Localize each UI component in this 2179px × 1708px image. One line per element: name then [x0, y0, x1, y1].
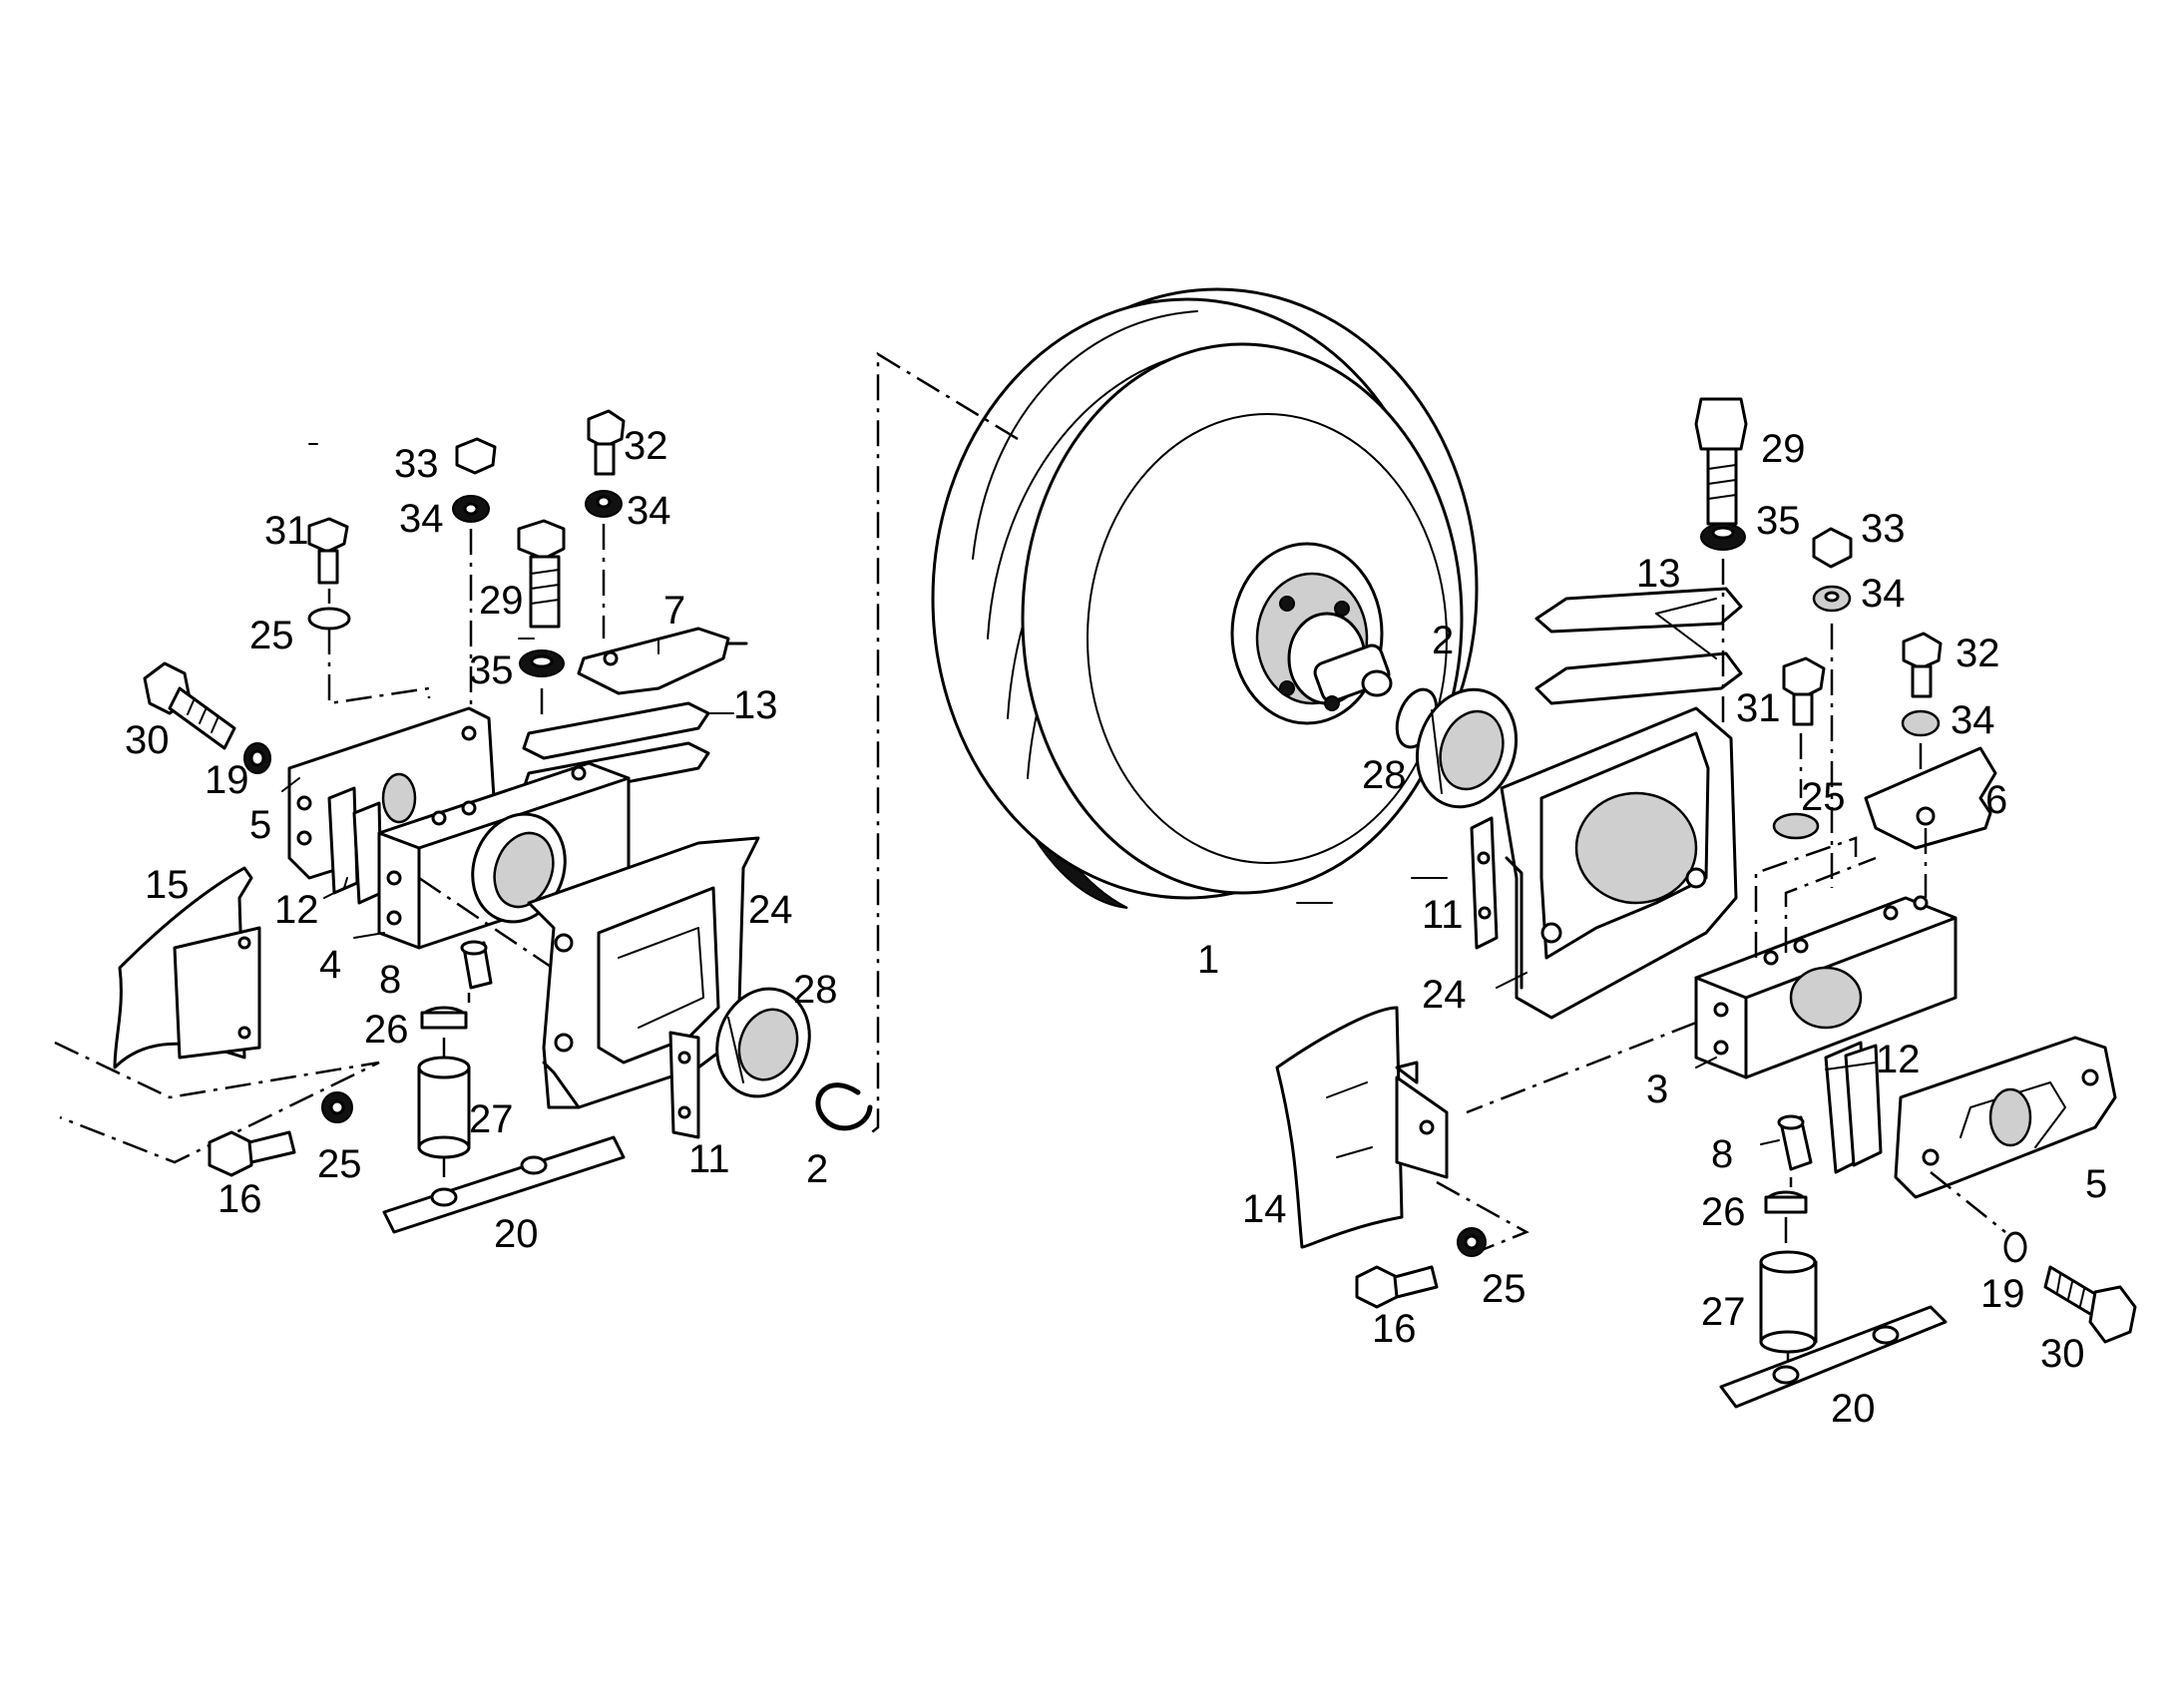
left-bolt-16: [208, 1091, 353, 1177]
callout-16-right: 16: [1372, 1307, 1417, 1351]
callout-34-left-a: 34: [399, 497, 444, 541]
callout-34-right-b: 34: [1951, 698, 1995, 742]
callout-25-left-top: 25: [249, 614, 294, 657]
callout-32-left: 32: [624, 424, 668, 468]
callout-25-right-bottom: 25: [1482, 1267, 1526, 1311]
right-side-plate: [1894, 1036, 2117, 1233]
callout-28-right: 28: [1362, 753, 1407, 797]
callout-20-right: 20: [1831, 1387, 1876, 1431]
callout-35-left: 35: [469, 648, 514, 692]
callout-24-right: 24: [1422, 973, 1467, 1017]
callout-3: 3: [1646, 1068, 1668, 1111]
callout-26-left: 26: [364, 1008, 409, 1052]
callout-13-right: 13: [1636, 552, 1681, 596]
callout-11-right: 11: [1422, 893, 1464, 937]
left-bolt-30: [143, 661, 271, 774]
left-bearing-ring: [715, 987, 873, 1131]
callout-30-right: 30: [2040, 1332, 2085, 1376]
callout-11-left: 11: [688, 1137, 730, 1181]
right-shim: [1824, 1041, 1883, 1174]
callout-19-right: 19: [1980, 1272, 2025, 1316]
callout-16-left: 16: [218, 1177, 262, 1221]
callout-25-left-bottom: 25: [317, 1142, 362, 1186]
left-shield: [54, 866, 380, 1164]
right-small-fasteners: [1772, 527, 1997, 898]
right-bracket: [1470, 706, 1738, 1020]
callout-12-left: 12: [274, 888, 319, 932]
right-bolt-30: [2003, 1231, 2137, 1344]
callout-33-left: 33: [394, 442, 439, 486]
callout-labels: 1 2 2 3 4 5 5 6 7 8 8 11 11 12 12 13 13 …: [125, 424, 2107, 1431]
callout-30-left: 30: [125, 718, 170, 762]
right-bolt-straps: [1534, 397, 1748, 778]
callout-5-left: 5: [249, 803, 271, 847]
callout-12-right: 12: [1876, 1038, 1921, 1081]
callout-19-left: 19: [205, 758, 249, 802]
left-top-fasteners: [307, 409, 626, 758]
callout-34-right-a: 34: [1861, 572, 1906, 616]
callout-26-right: 26: [1701, 1190, 1746, 1234]
left-bracket: [527, 836, 760, 1139]
right-shield: [1275, 1006, 1529, 1309]
callout-32-right: 32: [1956, 632, 2000, 675]
callout-28-left: 28: [793, 968, 838, 1012]
callout-8-left: 8: [379, 958, 401, 1002]
callout-33-right: 33: [1861, 507, 1906, 551]
right-block: [1466, 836, 1958, 1114]
callout-13-left: 13: [733, 683, 778, 727]
callout-27-left: 27: [469, 1097, 514, 1141]
callout-6: 6: [1985, 778, 2007, 822]
callout-34-left-b: 34: [627, 489, 671, 533]
callout-14: 14: [1242, 1187, 1287, 1231]
callout-5-right: 5: [2085, 1162, 2107, 1206]
alignment-lines-center: [867, 351, 1019, 1136]
callout-29-left: 29: [479, 579, 524, 623]
callout-4: 4: [319, 943, 341, 987]
callout-2-left: 2: [806, 1147, 828, 1191]
leader-lines: [281, 443, 1877, 1145]
left-pin-stack: [382, 940, 626, 1234]
right-pin-stack: [1719, 1114, 1948, 1409]
callout-31-right: 31: [1736, 686, 1781, 730]
callout-20-left: 20: [494, 1212, 539, 1256]
idler-wheel: [931, 287, 1479, 909]
callout-27-right: 27: [1701, 1290, 1746, 1334]
callout-8-right: 8: [1711, 1132, 1733, 1176]
callout-1: 1: [1197, 938, 1219, 982]
callout-25-right-top: 25: [1801, 775, 1846, 819]
callout-2-right: 2: [1432, 619, 1454, 662]
callout-15: 15: [145, 863, 190, 907]
callout-31-left: 31: [264, 509, 309, 553]
callout-29-right: 29: [1761, 427, 1806, 471]
callout-7: 7: [663, 589, 685, 633]
callout-35-right: 35: [1756, 499, 1801, 543]
left-shim: [327, 786, 383, 905]
right-seal-bearing: [1395, 687, 1519, 809]
callout-24-left: 24: [748, 888, 793, 932]
